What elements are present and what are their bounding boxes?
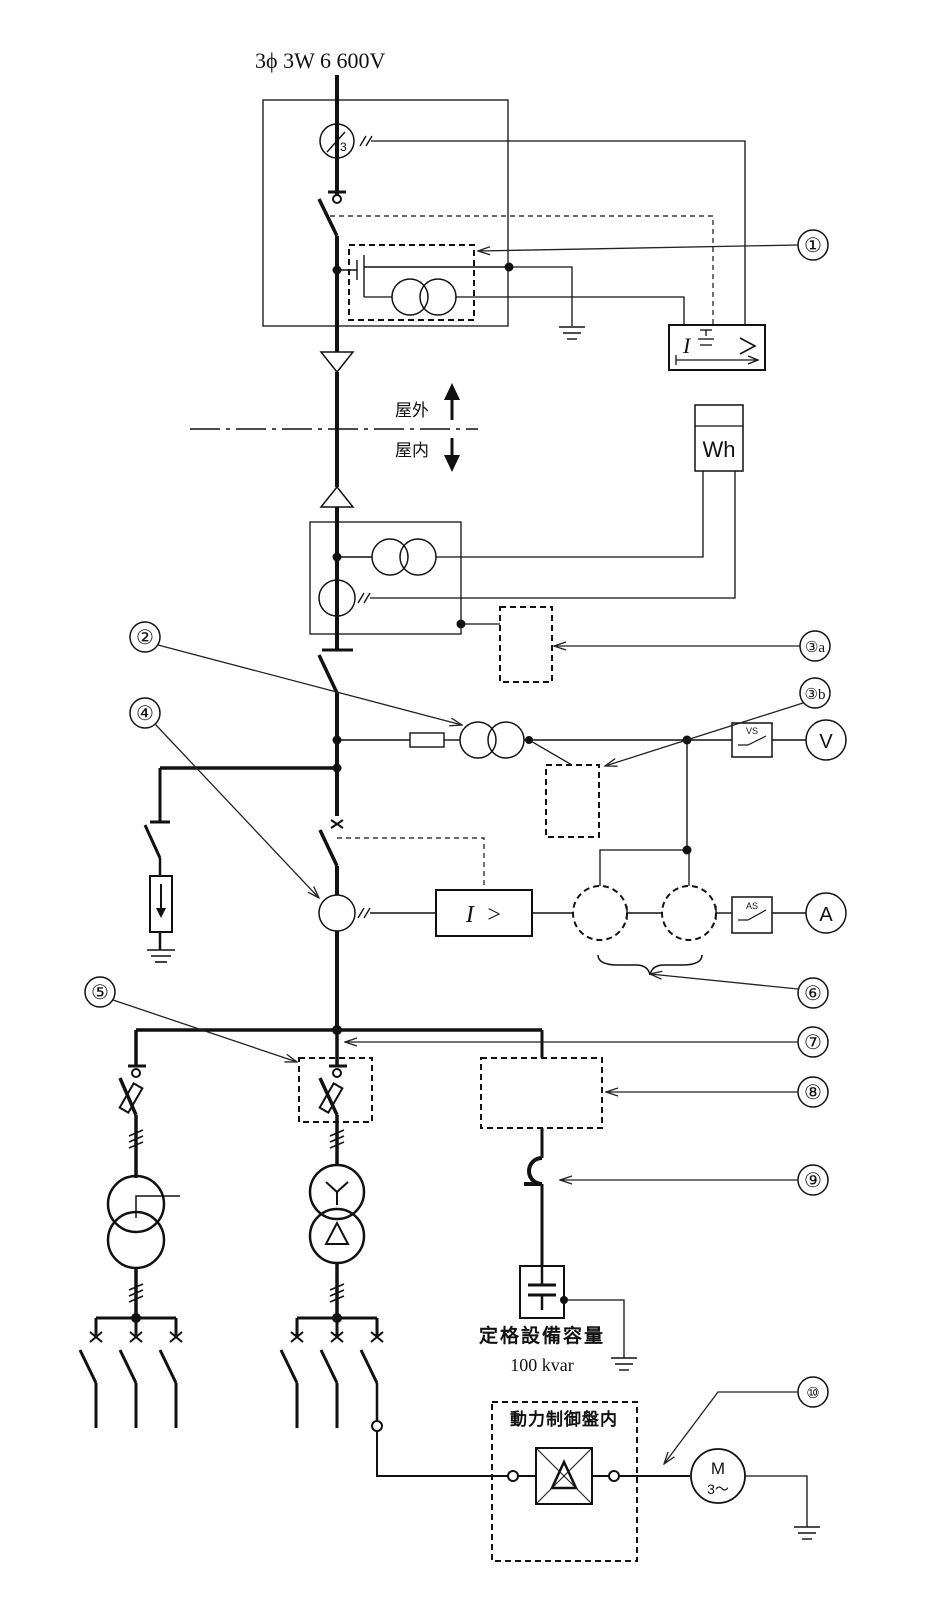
as-switch-box [731, 896, 773, 934]
callout-7: ⑦ [804, 1032, 822, 1054]
callout-6: ⑥ [804, 983, 822, 1005]
vs-label: VS [746, 726, 758, 736]
power-panel [491, 1401, 638, 1562]
motor-label: M [711, 1459, 725, 1478]
indoor-label: 屋内 [395, 441, 429, 460]
callout-9: ⑨ [804, 1170, 822, 1192]
ammeter-label: A [819, 904, 833, 926]
gr-relay-label: I [682, 333, 692, 358]
supply-label: 3ϕ 3W 6 600V [255, 48, 385, 73]
callout-4: ④ [136, 703, 154, 725]
wh-label: Wh [703, 437, 736, 462]
as-label: AS [746, 901, 758, 911]
ct3-label: 3 [340, 140, 347, 154]
zct-symbol [319, 123, 355, 159]
callout-2: ② [136, 627, 154, 649]
capacitor-caption: 定格設備容量 [479, 1324, 605, 1347]
ugs-enclosure [262, 99, 509, 327]
callout-3b: ③b [805, 687, 826, 703]
zpd-box [348, 244, 475, 321]
callout-3a: ③a [805, 640, 825, 656]
capacitor-value: 100 kvar [510, 1355, 573, 1375]
vct-enclosure [309, 521, 462, 635]
panel-label: 動力制御盤内 [510, 1409, 618, 1429]
callout-5: ⑤ [91, 982, 109, 1004]
ground-relay-box [668, 324, 766, 371]
wh-meter [694, 404, 744, 472]
motor-phase-label: 3～ [707, 1481, 729, 1497]
voltmeter-label: V [819, 731, 833, 753]
outdoor-label: 屋外 [395, 401, 429, 420]
callout-1: ① [804, 235, 822, 257]
callout-10: ⑩ [806, 1386, 819, 1402]
oc-relay-label: I > [465, 902, 502, 928]
callout-8: ⑧ [804, 1082, 822, 1104]
